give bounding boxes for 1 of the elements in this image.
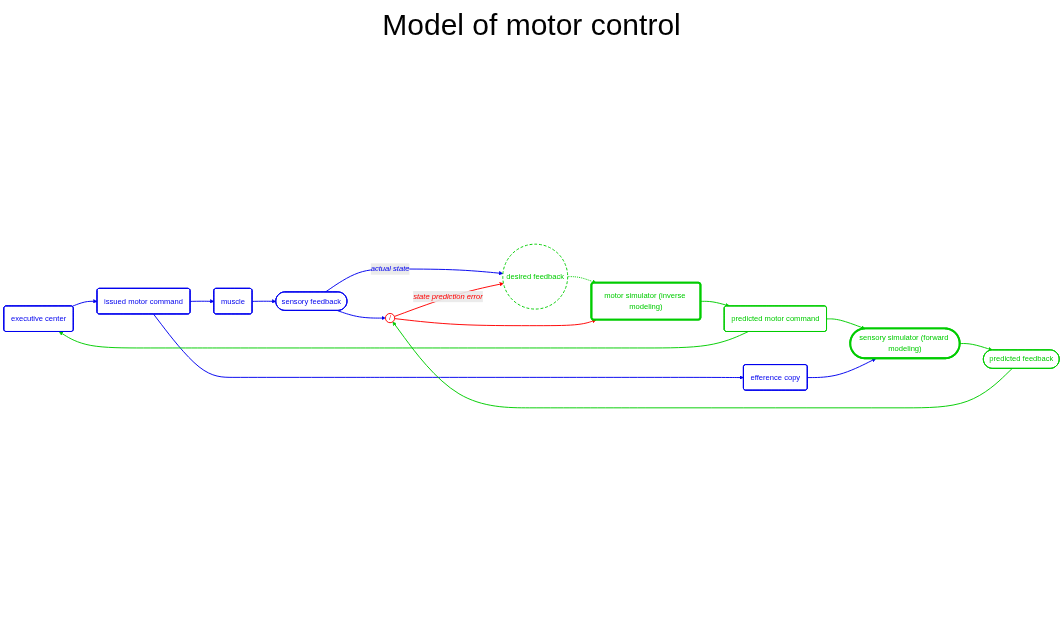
diagram-title: Model of motor control [381,8,682,42]
